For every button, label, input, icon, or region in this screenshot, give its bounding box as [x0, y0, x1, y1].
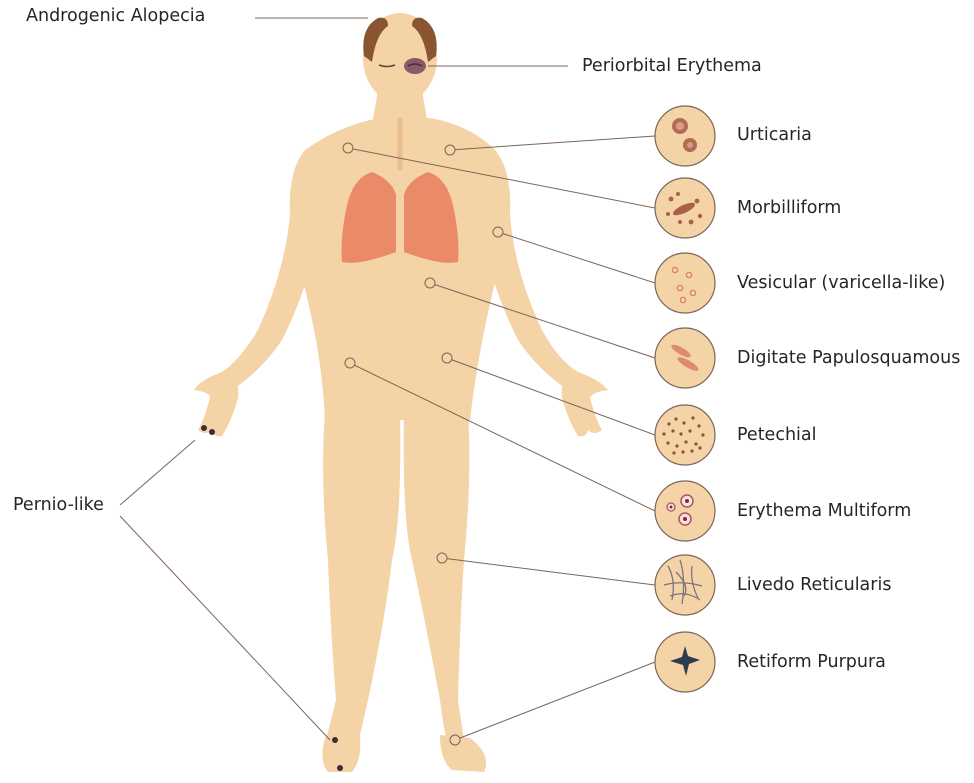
pernio-line-hand — [120, 440, 195, 505]
right-arm — [478, 150, 578, 390]
pernio-nail-foot-2 — [337, 765, 343, 771]
marker-urticaria — [445, 145, 455, 155]
right-hand — [562, 372, 608, 436]
left-leg — [323, 410, 400, 743]
retiform-line — [455, 662, 655, 740]
pernio-line-foot — [120, 516, 330, 740]
label-androgenic-alopecia: Androgenic Alopecia — [26, 8, 205, 26]
label-erythema-multiform: Erythema Multiform — [737, 503, 911, 521]
human-body — [194, 13, 608, 772]
periorbital-lesion — [404, 58, 426, 74]
retiform-purpura-icon — [655, 632, 715, 692]
label-livedo-reticularis: Livedo Reticularis — [737, 577, 891, 595]
marker-livedo — [437, 553, 447, 563]
erythema-multiform-icon — [655, 481, 715, 541]
pernio-nail-hand — [201, 425, 207, 431]
marker-erythema-multiform — [345, 358, 355, 368]
marker-morbilliform — [343, 143, 353, 153]
left-arm — [222, 150, 322, 390]
label-morbilliform: Morbilliform — [737, 200, 841, 218]
label-retiform-purpura: Retiform Purpura — [737, 654, 886, 672]
livedo-reticularis-icon — [655, 555, 715, 615]
pernio-nail-hand-2 — [209, 429, 215, 435]
label-periorbital-erythema: Periorbital Erythema — [582, 58, 762, 76]
label-petechial: Petechial — [737, 427, 817, 445]
marker-retiform — [450, 735, 460, 745]
label-pernio-like: Pernio-like — [13, 497, 104, 515]
marker-vesicular — [493, 227, 503, 237]
marker-petechial — [442, 353, 452, 363]
right-leg — [404, 410, 479, 765]
right-foot — [440, 735, 486, 772]
pernio-nail-foot — [332, 737, 338, 743]
lesion-icons — [655, 106, 715, 692]
morbilliform-icon — [655, 178, 715, 238]
vesicular-line — [498, 232, 655, 283]
petechial-icon — [655, 405, 715, 465]
label-vesicular: Vesicular (varicella-like) — [737, 275, 945, 293]
label-urticaria: Urticaria — [737, 127, 812, 145]
digitate-papulosquamous-icon — [655, 328, 715, 388]
left-hand — [194, 372, 238, 436]
urticaria-icon — [655, 106, 715, 166]
livedo-line — [442, 558, 655, 585]
marker-digitate — [425, 278, 435, 288]
label-digitate-papulosquamous: Digitate Papulosquamous — [737, 350, 960, 368]
vesicular-icon — [655, 253, 715, 313]
